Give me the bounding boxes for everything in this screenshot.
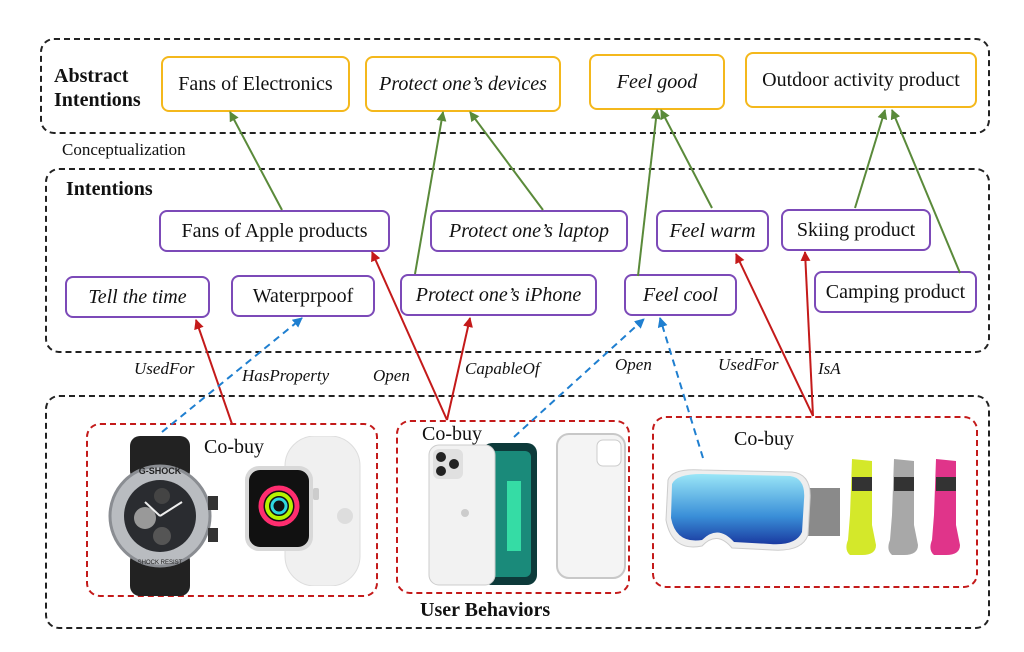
node-label: Skiing product [796,218,916,241]
relation-label-isa: IsA [818,359,841,378]
relation-label-open: Open [373,366,410,385]
cobuy-group-iphone [396,420,630,594]
relation-label-capableof: CapableOf [465,359,540,378]
abstract-intentions-title: Abstract Intentions [54,64,141,112]
intention-node-feel-cool[interactable]: Feel cool [624,274,737,316]
relation-label-hasproperty: HasProperty [242,366,330,385]
intention-node-tell-the-time[interactable]: Tell the time [65,276,210,318]
cobuy-label: Co-buy [204,436,264,458]
abstract-node-fans-of-electronics[interactable]: Fans of Electronics [161,56,350,112]
intention-node-camping-product[interactable]: Camping product [814,271,977,313]
watch-bezel-text: SHOCK RESIST [138,560,183,566]
product-apple-watch[interactable] [245,436,370,586]
intention-node-protect-iphone[interactable]: Protect one’s iPhone [400,274,597,316]
node-label: Fans of Electronics [178,72,333,95]
abstract-node-protect-devices[interactable]: Protect one’s devices [365,56,561,112]
product-ski-goggles[interactable] [662,460,842,575]
node-label: Waterprpoof [252,284,354,307]
intention-node-skiing-product[interactable]: Skiing product [781,209,931,251]
abstract-node-feel-good[interactable]: Feel good [589,54,725,110]
node-label: Protect one’s devices [379,72,547,95]
intention-node-feel-warm[interactable]: Feel warm [656,210,769,252]
node-label: Tell the time [88,285,187,308]
product-iphone[interactable] [427,441,545,587]
node-label: Camping product [825,280,966,303]
conceptualization-label: Conceptualization [62,140,186,159]
node-label: Protect one’s laptop [449,219,609,242]
user-behaviors-title: User Behaviors [420,599,551,621]
node-label: Feel good [616,70,698,93]
product-ski-socks[interactable] [842,455,964,565]
abstract-title-line1: Abstract [54,65,129,87]
relation-label-usedfor: UsedFor [134,359,195,378]
abstract-node-outdoor-activity-product[interactable]: Outdoor activity product [745,52,977,108]
watch-brand-text: G-SHOCK [139,466,182,476]
cobuy-label: Co-buy [734,428,794,450]
relation-label-usedfor: UsedFor [718,355,779,374]
intention-node-protect-laptop[interactable]: Protect one’s laptop [430,210,628,252]
abstract-title-line2: Intentions [54,89,141,111]
node-label: Protect one’s iPhone [415,283,582,306]
product-phone-case[interactable] [555,432,627,582]
node-label: Feel cool [643,283,718,306]
node-label: Fans of Apple products [181,219,368,242]
node-label: Outdoor activity product [762,68,960,91]
intention-node-fans-of-apple[interactable]: Fans of Apple products [159,210,390,252]
cobuy-label: Co-buy [422,423,482,445]
relation-label-open: Open [615,355,652,374]
intentions-title: Intentions [66,178,153,200]
product-gshock-watch[interactable]: G-SHOCK SHOCK RESIST [100,436,225,596]
intention-node-waterproof[interactable]: Waterprpoof [231,275,375,317]
cobuy-group-ski [652,416,978,588]
intentions-layer [45,168,990,353]
node-label: Feel warm [669,219,756,242]
